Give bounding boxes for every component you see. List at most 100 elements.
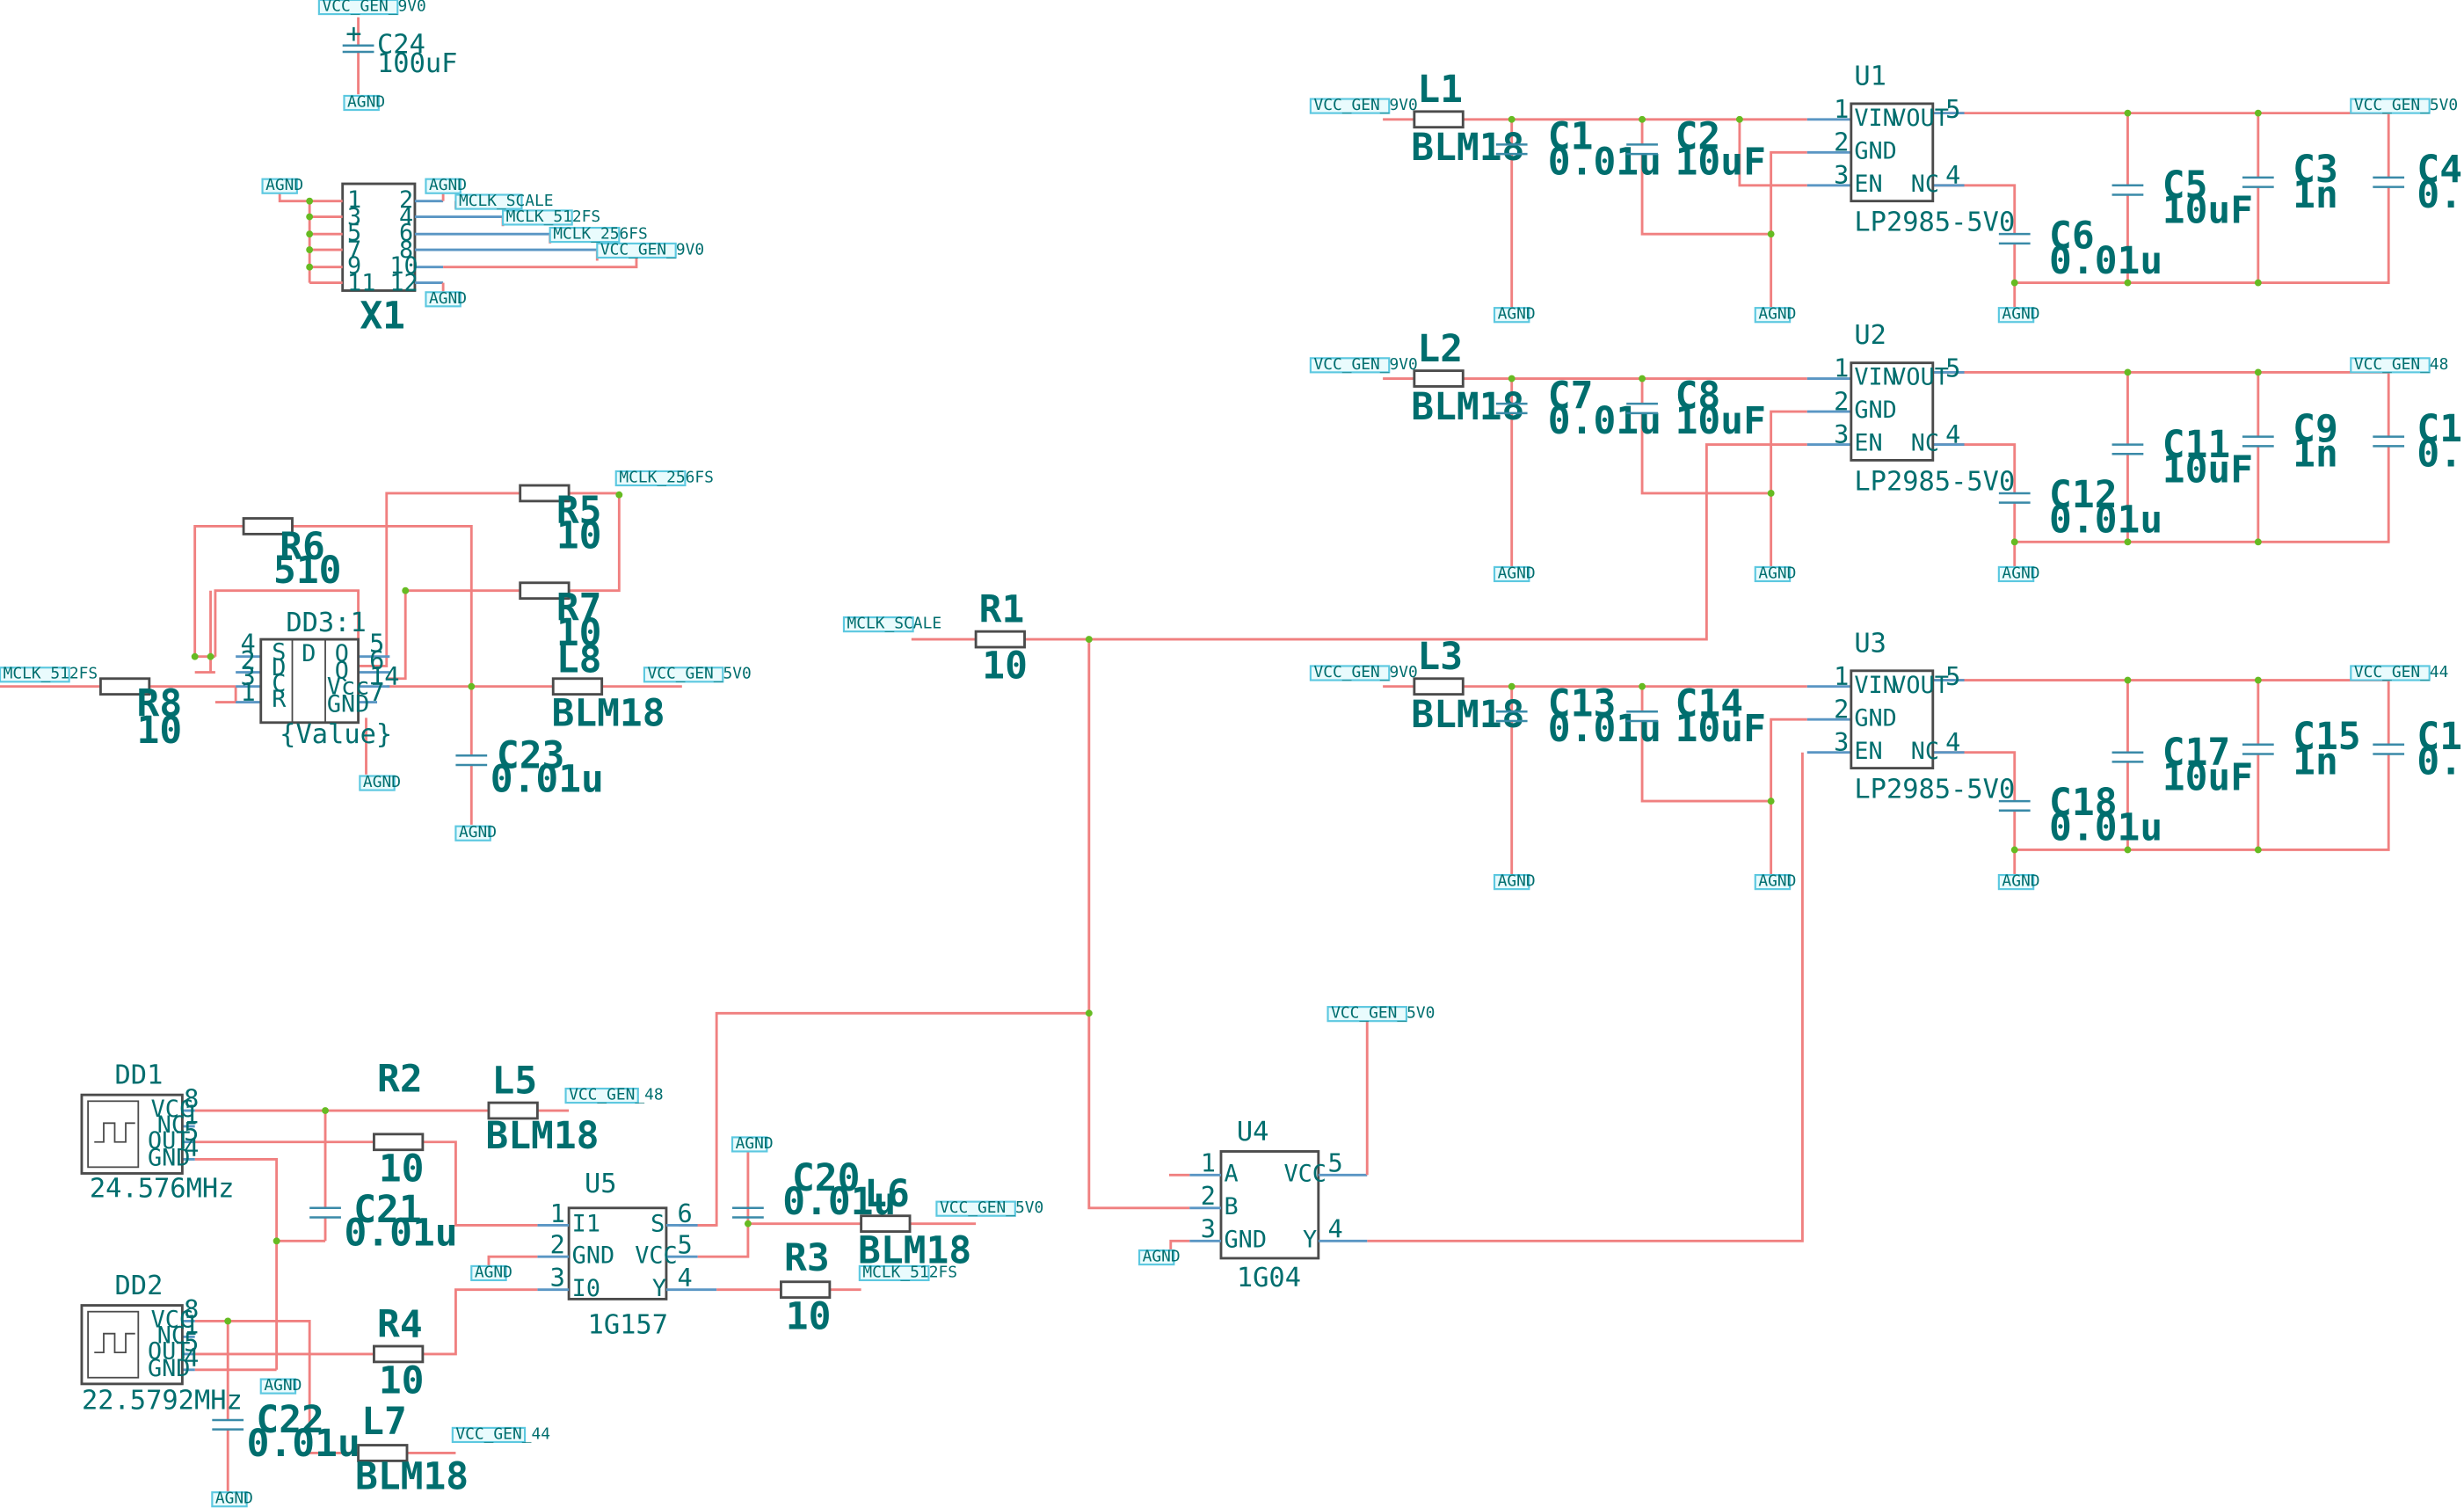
net-flag-x1-agnd-bottom: AGND	[425, 289, 467, 308]
svg-text:BLM18: BLM18	[1411, 693, 1524, 737]
svg-text:0.01u: 0.01u	[2049, 806, 2162, 850]
net-flag-c24-agnd: AGND	[343, 92, 385, 111]
svg-text:AGND: AGND	[429, 289, 467, 308]
connector-x1[interactable]: 1 3 5 7 9 11 2 4 6 8 10 12 X1	[278, 182, 638, 338]
svg-text:C23: C23	[497, 734, 564, 778]
capacitor-c4[interactable]: C40.1u	[2373, 148, 2464, 217]
svg-text:D: D	[272, 654, 286, 681]
svg-text:AGND: AGND	[363, 773, 401, 791]
svg-text:10uF: 10uF	[2162, 189, 2253, 233]
gate-u4[interactable]: A B GND VCC Y 1 2 3 5 4 U4 1G04	[1168, 1019, 1369, 1293]
svg-text:NC: NC	[1911, 430, 1939, 457]
mux-u5[interactable]: I1 GND I0 S VCC Y 1 2 3 6 5 4 U5 1G157	[537, 1169, 717, 1341]
svg-text:R5: R5	[556, 489, 602, 533]
svg-text:C5: C5	[2162, 164, 2208, 208]
net-flag-l6-vcc5: VCC_GEN_5V0	[935, 1198, 1043, 1217]
svg-text:VCC_GEN_44: VCC_GEN_44	[2354, 663, 2449, 681]
svg-text:NC: NC	[1911, 738, 1939, 765]
svg-text:VCC: VCC	[1283, 1160, 1326, 1187]
svg-text:4: 4	[1945, 727, 1960, 757]
oscillator-dd1[interactable]: VCC NC OUT GND 8 1 5 4 DD1 24.576MHz	[80, 1060, 235, 1205]
flip-flop-dd3[interactable]: S D C R D Q Q Vcc GND 4 2 3 1 5 6 14 7 D…	[241, 608, 400, 750]
svg-text:0.01u: 0.01u	[491, 757, 604, 801]
capacitor-c24[interactable]: + C24 100uF	[342, 17, 458, 95]
net-flag-u1-vin: VCC_GEN_9V0	[1309, 96, 1418, 114]
oscillator-dd2[interactable]: VCC NC OUT GND 8 1 5 4 DD2 22.5792MHz	[80, 1271, 243, 1416]
svg-text:R1: R1	[979, 587, 1025, 631]
svg-text:C: C	[272, 670, 286, 697]
svg-text:C14: C14	[1675, 682, 1743, 726]
svg-text:I0: I0	[572, 1275, 600, 1302]
svg-text:10uF: 10uF	[2162, 448, 2253, 492]
svg-text:2: 2	[1201, 1181, 1216, 1211]
svg-text:AGND: AGND	[1498, 305, 1536, 324]
svg-text:R8: R8	[137, 682, 183, 726]
c24-ref: C24	[377, 30, 425, 61]
svg-text:AGND: AGND	[429, 176, 467, 194]
svg-text:EN: EN	[1854, 171, 1882, 198]
svg-text:GND: GND	[572, 1242, 614, 1269]
capacitor-c10[interactable]: C100.1u	[2373, 407, 2464, 477]
u1-ref: U1	[1854, 61, 1886, 91]
net-flag-u2-vin: VCC_GEN_9V0	[1309, 355, 1418, 374]
svg-text:10: 10	[389, 252, 418, 280]
svg-text:GND: GND	[1854, 397, 1896, 424]
capacitor-c7[interactable]: C70.01u	[1495, 374, 1661, 443]
svg-text:11: 11	[347, 270, 375, 297]
osc-wires	[182, 1107, 977, 1493]
net-flag-u4-agnd: AGND	[1138, 1248, 1181, 1266]
svg-text:NC: NC	[157, 1111, 185, 1139]
net-flag-dd3-vcc: VCC_GEN_5V0	[643, 665, 752, 683]
capacitor-c1[interactable]: C10.01u	[1495, 115, 1661, 185]
net-flag-dd3-agnd: AGND	[359, 773, 401, 791]
svg-text:5: 5	[1945, 661, 1960, 691]
svg-text:C9: C9	[2293, 407, 2338, 451]
svg-text:L8: L8	[556, 638, 602, 682]
svg-text:10uF: 10uF	[1675, 399, 1766, 443]
net-flag-u3-agnd-2: AGND	[1754, 872, 1796, 891]
svg-text:0.01u: 0.01u	[344, 1212, 457, 1256]
u1-value: LP2985-5V0	[1854, 208, 2015, 238]
svg-text:0.01u: 0.01u	[1548, 140, 1661, 184]
capacitor-c6[interactable]: C60.01u	[1998, 214, 2162, 283]
svg-text:C15: C15	[2293, 715, 2360, 759]
svg-text:AGND: AGND	[1758, 305, 1796, 324]
svg-text:10uF: 10uF	[1675, 140, 1766, 184]
capacitor-c16[interactable]: C160.1u	[2373, 715, 2464, 784]
svg-text:1: 1	[347, 186, 361, 214]
svg-text:14: 14	[369, 661, 399, 691]
